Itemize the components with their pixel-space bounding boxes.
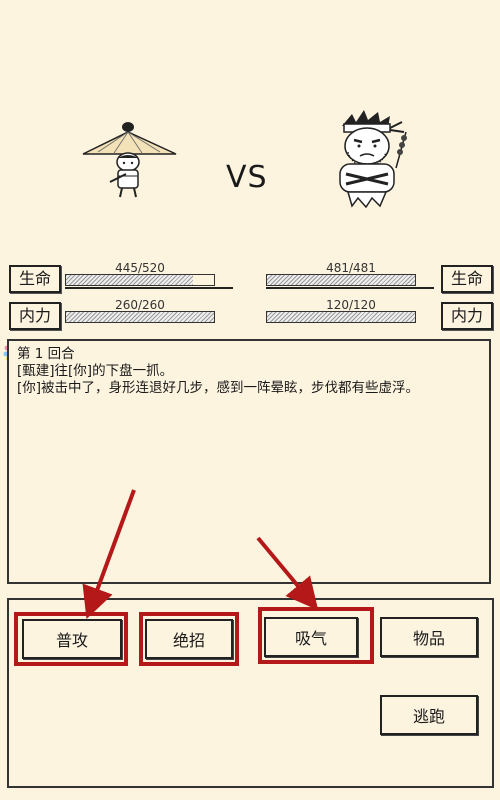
attack-button[interactable]: 普攻 — [22, 619, 122, 659]
player-hp-underline — [65, 287, 233, 289]
enemy-mp-bar-fill — [267, 312, 415, 322]
player-hp-bar — [65, 274, 215, 286]
log-line: [你]被击中了，身形连退好几步，感到一阵晕眩，步伐都有些虚浮。 — [17, 380, 420, 396]
enemy-mp-label: 内力 — [441, 302, 493, 330]
enemy-hp-bar-fill — [267, 275, 415, 285]
versus-text: VS — [226, 160, 268, 195]
log-line: [甄建]往[你]的下盘一抓。 — [17, 363, 174, 379]
enemy-mp-value: 120/120 — [326, 298, 376, 312]
enemy-mp-bar — [266, 311, 416, 323]
skill-button[interactable]: 绝招 — [145, 619, 233, 659]
player-mp-value: 260/260 — [115, 298, 165, 312]
arrow-to-attack — [82, 489, 136, 620]
attack-highlight — [14, 612, 128, 666]
player-mp-bar — [65, 311, 215, 323]
items-button[interactable]: 物品 — [380, 617, 478, 657]
enemy-character — [322, 108, 418, 212]
player-mp-bar-fill — [66, 312, 214, 322]
enemy-hp-value: 481/481 — [326, 261, 376, 275]
enemy-hp-label: 生命 — [441, 265, 493, 293]
battle-log: 第 1 回合 [甄建]往[你]的下盘一抓。 [你]被击中了，身形连退好几步，感到… — [7, 339, 491, 584]
arrow-to-breathe — [256, 536, 319, 611]
player-hp-bar-fill — [66, 275, 193, 285]
breathe-button[interactable]: 吸气 — [264, 617, 358, 657]
log-line: 第 1 回合 — [17, 346, 75, 362]
flee-button[interactable]: 逃跑 — [380, 695, 478, 735]
enemy-hp-bar — [266, 274, 416, 286]
player-character — [80, 118, 180, 200]
enemy-hp-underline — [266, 287, 434, 289]
player-hp-label: 生命 — [9, 265, 61, 293]
player-mp-label: 内力 — [9, 302, 61, 330]
player-hp-value: 445/520 — [115, 261, 165, 275]
skill-highlight — [139, 612, 239, 666]
